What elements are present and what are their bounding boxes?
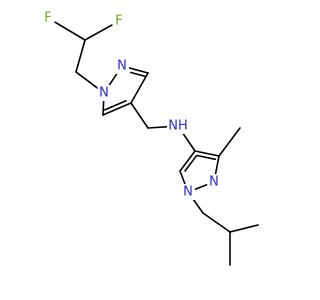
atom-label-nb1: N <box>183 185 193 200</box>
bond-cm-na1 <box>75 71 99 89</box>
bond-cf-cm <box>75 39 86 73</box>
bond-cb5-cb4 <box>179 150 196 172</box>
atom-label-background <box>41 10 55 26</box>
bond-cb3-cme <box>218 127 241 157</box>
bond-f1-cf <box>54 21 86 41</box>
bond-layer <box>54 21 259 266</box>
bond-ch2-nh <box>147 125 171 129</box>
bond-na2-ca3-double <box>130 71 146 78</box>
bond-ci1-ci2 <box>202 212 231 233</box>
bond-nb1-cb5 <box>179 170 186 186</box>
bond-na1-na2 <box>107 71 119 88</box>
bond-na2-ca3 <box>128 67 149 74</box>
bond-ca4-ca5 <box>102 102 132 116</box>
bond-cb4-cb3 <box>194 150 220 157</box>
atom-label-na1: N <box>99 86 109 101</box>
bond-nb1-ci1 <box>191 197 204 214</box>
atom-label-nh: NH <box>168 119 188 134</box>
atom-label-background <box>167 118 189 134</box>
atom-label-na2: N <box>117 59 127 74</box>
bond-nh-cb4 <box>181 131 196 152</box>
atom-label-background <box>207 174 221 190</box>
atom-label-background <box>115 58 129 74</box>
atom-label-f2: F <box>115 14 122 29</box>
bond-nb2-nb1 <box>194 184 208 190</box>
bond-ci2-ci4 <box>229 224 259 233</box>
bond-ca5-na1 <box>102 100 105 116</box>
bond-ca4-ch2 <box>130 102 149 129</box>
bond-ca4-ca5-double <box>103 99 127 111</box>
bond-cb5-cb4-double <box>184 155 198 172</box>
bond-cb3-nb2 <box>214 155 220 175</box>
atom-label-background <box>112 13 126 29</box>
atom-label-background <box>181 184 195 200</box>
bond-cb4-cb3-double <box>196 154 217 161</box>
atom-label-nb2: N <box>209 175 219 190</box>
bond-f2-cf <box>84 24 113 41</box>
atom-label-f1: F <box>44 11 51 26</box>
bond-ca3-ca4 <box>130 72 149 104</box>
atom-label-background <box>97 85 111 101</box>
